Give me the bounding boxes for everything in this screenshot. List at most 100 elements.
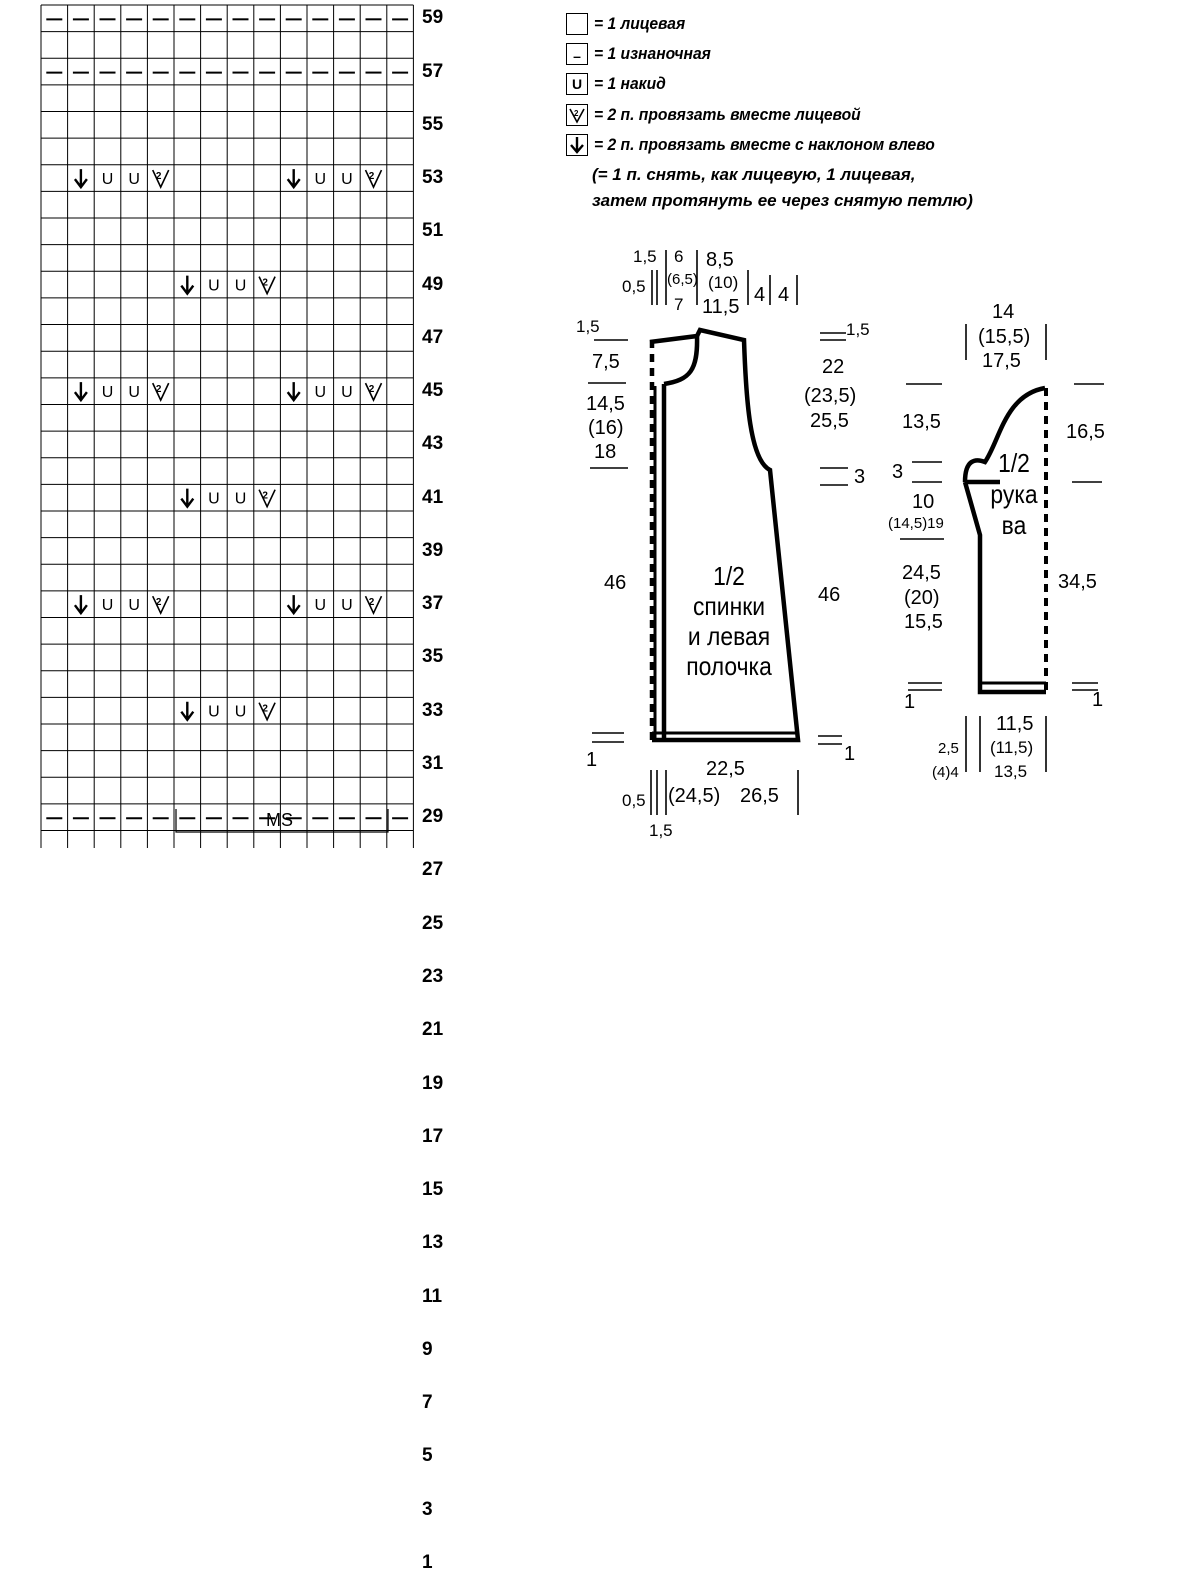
dim-sleeve-left-3: 3 [892, 461, 904, 483]
chart-symbols-layer: UU2UU2UU2UU2UU2UU2UU2UU2UU2UU2UU2UU2UU2U… [46, 18, 409, 820]
legend-knit: = 1 лицевая [566, 12, 693, 36]
dim-sleeve-left-20: (20) [904, 587, 940, 609]
yarn-over-stitch: U [208, 491, 220, 508]
row-number: 1 [422, 1551, 433, 1573]
dim-sleeve-left-13-5: 13,5 [902, 411, 941, 433]
svg-text:2: 2 [262, 491, 268, 502]
dim-top-4b: 4 [778, 284, 790, 306]
dim-sleeve-left-10: 10 [912, 491, 935, 513]
back-dimension-ticks [588, 250, 848, 815]
k2tog-stitch: 2 [364, 169, 383, 189]
legend-purl-text: = 1 изнаночная [594, 44, 711, 63]
dim-bottom-22-5: 22,5 [706, 758, 745, 780]
row-number: 49 [422, 273, 444, 295]
row-number: 39 [422, 539, 444, 561]
yarn-over-stitch: U [315, 597, 327, 614]
sleeve-title: 1/2 рука ва [988, 448, 1041, 542]
dim-sleeve-right-16-5: 16,5 [1066, 421, 1105, 443]
legend-ssk-note-2: затем протянуть ее через снятую петлю) [592, 191, 973, 210]
ssk-stitch [286, 382, 301, 403]
yo-symbol-glyph: U [571, 76, 583, 92]
dim-top-0-5: 0,5 [622, 277, 646, 296]
ssk-stitch [180, 488, 195, 509]
svg-text:2: 2 [262, 704, 268, 715]
ssk-stitch [73, 169, 88, 190]
yarn-over-stitch: U [315, 171, 327, 188]
dim-left-1-5: 1,5 [576, 317, 600, 336]
row-number: 15 [422, 1179, 444, 1201]
dim-right-22: 22 [822, 356, 845, 378]
row-number: 5 [422, 1445, 433, 1467]
dim-bottom-24-5: (24,5) [668, 785, 721, 807]
k2tog-glyph-icon: 2 [569, 108, 585, 124]
dim-right-25-5: 25,5 [810, 410, 849, 432]
k2tog-stitch: 2 [151, 382, 170, 403]
k2tog-symbol-icon: 2 [566, 104, 588, 126]
dim-left-46: 46 [604, 572, 627, 594]
dim-sleeve-left-15-5: 15,5 [904, 611, 943, 633]
svg-text:2: 2 [369, 384, 375, 395]
yarn-over-stitch: U [102, 171, 114, 188]
row-number: 37 [422, 593, 444, 615]
row-number: 53 [422, 167, 444, 189]
k2tog-stitch: 2 [364, 595, 383, 616]
back-title-line1: 1/2 [713, 561, 745, 591]
row-number: 17 [422, 1125, 444, 1147]
row-number: 19 [422, 1072, 444, 1094]
dim-top-6-5: (6,5) [667, 271, 698, 288]
dim-sleeve-right-34-5: 34,5 [1058, 571, 1097, 593]
back-title-line3: и левая [687, 620, 771, 651]
row-number: 29 [422, 806, 444, 828]
row-number: 35 [422, 646, 444, 668]
back-title: 1/2 спинки и левая полочка [672, 561, 786, 682]
dim-left-1: 1 [586, 749, 598, 771]
ssk-arrow-icon [570, 137, 584, 154]
dim-left-14-5: 14,5 [586, 393, 625, 415]
dim-top-7: 7 [674, 295, 684, 314]
k2tog-stitch: 2 [258, 489, 276, 509]
dim-top-1-5: 1,5 [633, 247, 657, 266]
legend-yo-text: = 1 накид [594, 74, 666, 93]
yarn-over-stitch: U [208, 278, 220, 295]
dim-top-4a: 4 [754, 284, 766, 306]
row-number: 23 [422, 965, 444, 987]
yarn-over-stitch: U [341, 597, 353, 614]
yarn-over-stitch: U [341, 171, 353, 188]
row-number: 27 [422, 859, 444, 881]
k2tog-stitch: 2 [151, 169, 170, 189]
yarn-over-stitch: U [235, 704, 247, 721]
dim-left-18: 18 [594, 441, 617, 463]
dim-right-3: 3 [854, 466, 866, 488]
dim-bottom-26-5: 26,5 [740, 785, 779, 807]
svg-text:2: 2 [262, 278, 268, 289]
dim-right-23-5: (23,5) [804, 385, 857, 407]
k2tog-stitch: 2 [151, 595, 170, 616]
k2tog-stitch: 2 [364, 382, 383, 403]
row-number: 7 [422, 1392, 433, 1414]
knit-symbol-icon [566, 13, 588, 35]
ssk-symbol-icon [566, 134, 588, 156]
sleeve-title-line2: рука [990, 479, 1038, 510]
legend-yo: U = 1 накид [566, 72, 672, 96]
sleeve-dimension-ticks [900, 324, 1104, 772]
ssk-stitch [286, 595, 301, 616]
ssk-stitch [286, 169, 301, 190]
dim-sleeve-left-14-5-19: (14,5)19 [888, 515, 944, 532]
ssk-stitch [180, 701, 195, 722]
dim-sleeve-top-15-5: (15,5) [978, 326, 1031, 348]
row-number: 55 [422, 113, 444, 135]
row-number: 51 [422, 220, 444, 242]
knitting-chart-grid: UU2UU2UU2UU2UU2UU2UU2UU2UU2UU2UU2UU2UU2U… [40, 4, 1104, 848]
dim-sleeve-left-24-5: 24,5 [902, 562, 941, 584]
svg-text:2: 2 [574, 109, 579, 118]
yarn-over-stitch: U [208, 704, 220, 721]
dim-top-6: 6 [674, 247, 684, 266]
row-number: 13 [422, 1232, 444, 1254]
k2tog-stitch: 2 [258, 276, 276, 296]
chart-grid-layer [40, 4, 414, 848]
row-number: 33 [422, 699, 444, 721]
back-title-line4: полочка [686, 650, 772, 681]
row-number: 41 [422, 486, 444, 508]
svg-text:2: 2 [156, 597, 162, 608]
yarn-over-stitch: U [315, 384, 327, 401]
